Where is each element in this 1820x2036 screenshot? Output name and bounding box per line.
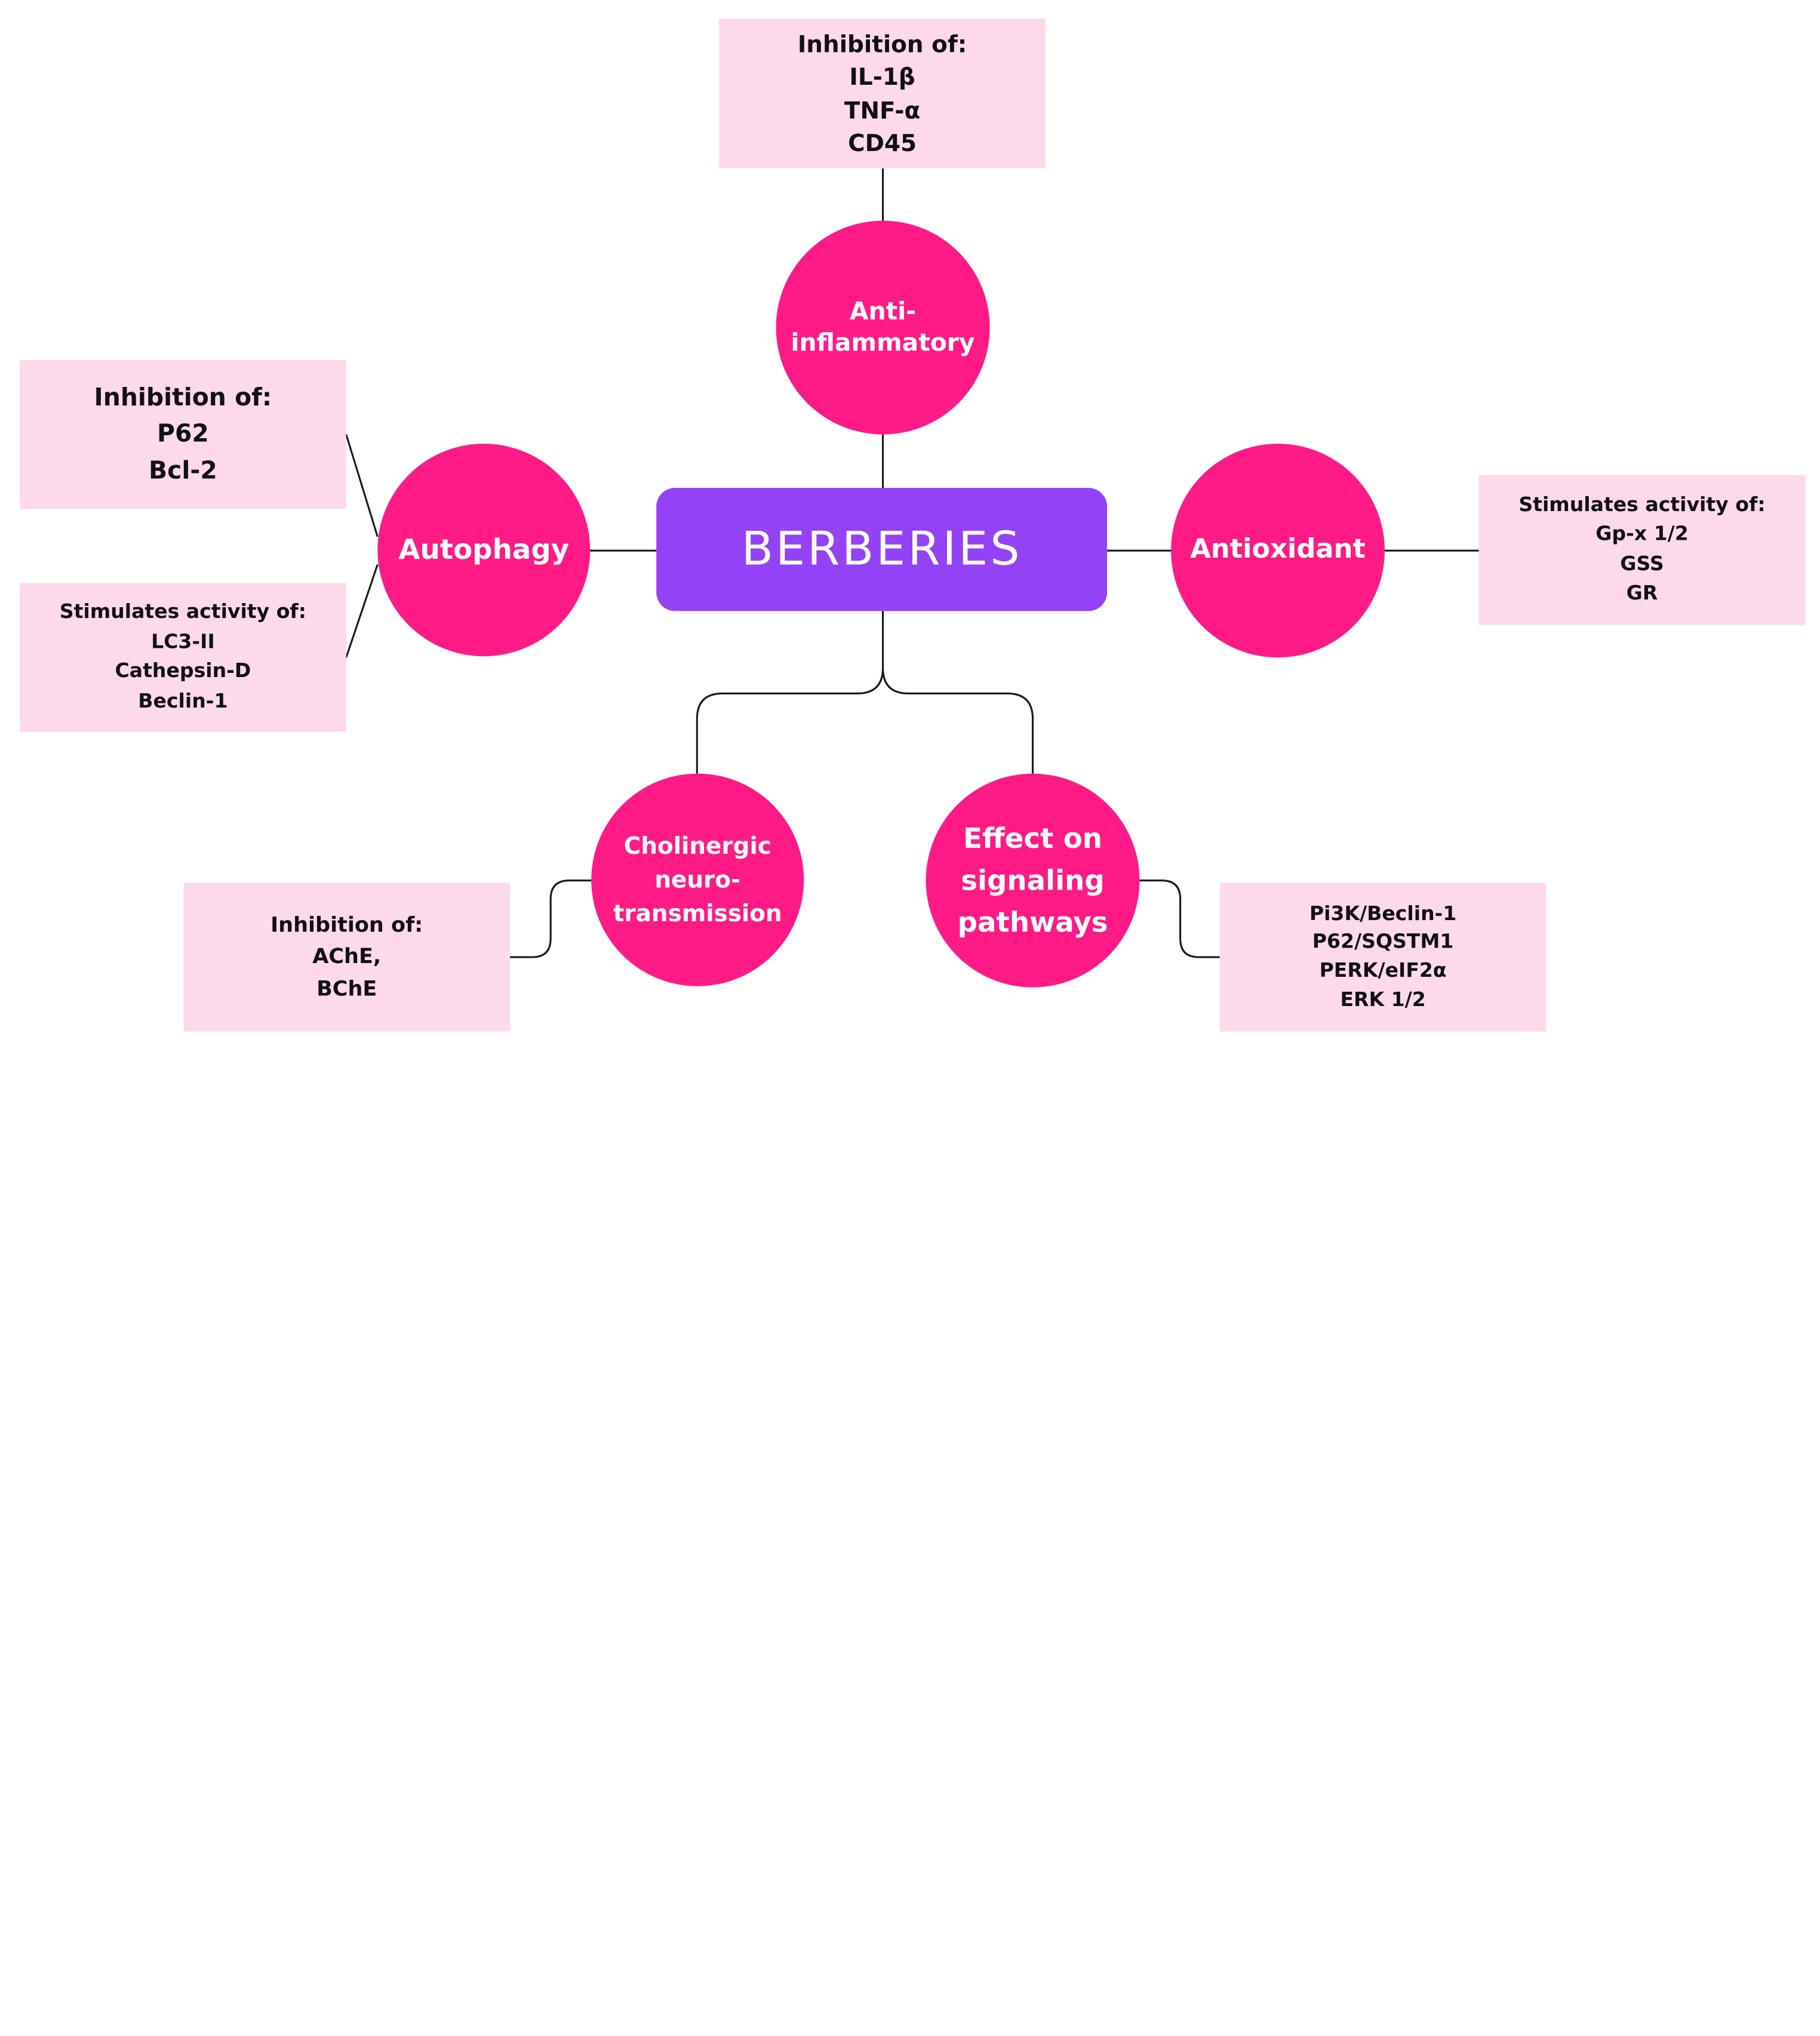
node-label-line: Anti- bbox=[849, 297, 917, 325]
connector-cholinergic-to-box bbox=[510, 879, 592, 958]
box-item: LC3-II bbox=[151, 630, 215, 654]
box-item: ERK 1/2 bbox=[1340, 988, 1426, 1011]
box-item: CD45 bbox=[848, 128, 917, 157]
box-heading: Stimulates activity of: bbox=[59, 600, 307, 624]
node-label-line: pathways bbox=[957, 906, 1108, 939]
node-label-line: inflammatory bbox=[791, 328, 975, 357]
box-item: P62 bbox=[157, 419, 209, 448]
box-heading: Stimulates activity of: bbox=[1518, 493, 1766, 516]
node-label-line: Effect on bbox=[963, 822, 1103, 855]
signaling-pathways-node: Effect on signaling pathways bbox=[926, 773, 1140, 988]
connector-autophagy-to-stimulation-box bbox=[345, 564, 379, 658]
antioxidant-node: Antioxidant bbox=[1171, 444, 1385, 658]
autophagy-node: Autophagy bbox=[377, 444, 591, 657]
node-label-line: signaling bbox=[961, 864, 1105, 897]
anti-inflammatory-targets-box: Inhibition of: IL-1β TNF-α CD45 bbox=[719, 19, 1046, 169]
node-label: Autophagy bbox=[398, 533, 570, 566]
node-label-line: transmission bbox=[613, 899, 782, 927]
box-item: P62/SQSTM1 bbox=[1312, 931, 1454, 954]
node-label-line: Cholinergic bbox=[623, 831, 771, 860]
box-item: Pi3K/Beclin-1 bbox=[1309, 902, 1457, 926]
signaling-pathways-box: Pi3K/Beclin-1 P62/SQSTM1 PERK/eIF2α ERK … bbox=[1219, 882, 1547, 1032]
autophagy-stimulation-box: Stimulates activity of: LC3-II Cathepsin… bbox=[20, 583, 346, 732]
box-item: IL-1β bbox=[849, 63, 915, 91]
box-item: Cathepsin-D bbox=[115, 660, 251, 683]
box-item: BChE bbox=[316, 976, 377, 1001]
box-item: PERK/eIF2α bbox=[1319, 959, 1447, 983]
box-item: Bcl-2 bbox=[149, 456, 217, 484]
cholinergic-targets-box: Inhibition of: AChE, BChE bbox=[183, 882, 511, 1032]
box-item: GSS bbox=[1620, 552, 1664, 576]
autophagy-inhibition-box: Inhibition of: P62 Bcl-2 bbox=[20, 360, 346, 509]
box-heading: Inhibition of: bbox=[94, 383, 272, 411]
node-label: Antioxidant bbox=[1190, 534, 1366, 565]
connector-center-to-lower-branches bbox=[696, 611, 1034, 774]
box-item: GR bbox=[1626, 582, 1658, 605]
box-item: Beclin-1 bbox=[138, 689, 228, 713]
box-item: AChE, bbox=[312, 945, 382, 970]
box-heading: Inhibition of: bbox=[797, 30, 967, 58]
node-label-line: neuro- bbox=[654, 865, 741, 894]
connector-lines bbox=[345, 168, 1479, 958]
connector-autophagy-to-inhibition-box bbox=[345, 434, 379, 537]
anti-inflammatory-node: Anti- inflammatory bbox=[776, 220, 990, 435]
berberies-center-node: BERBERIES bbox=[656, 488, 1108, 611]
center-label: BERBERIES bbox=[741, 522, 1022, 576]
box-heading: Inhibition of: bbox=[270, 913, 423, 937]
connector-signaling-to-box bbox=[1139, 879, 1220, 958]
cholinergic-neurotransmission-node: Cholinergic neuro- transmission bbox=[591, 773, 804, 986]
box-item: TNF-α bbox=[844, 96, 921, 124]
box-item: Gp-x 1/2 bbox=[1595, 522, 1689, 546]
antioxidant-targets-box: Stimulates activity of: Gp-x 1/2 GSS GR bbox=[1478, 475, 1806, 625]
